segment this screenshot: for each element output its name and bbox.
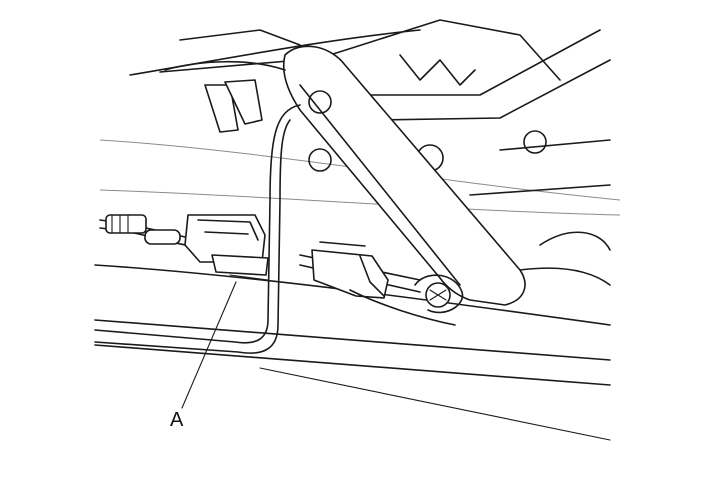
connector-a [99, 214, 269, 281]
callout-a-label: A [170, 409, 184, 431]
callout-a-leader [181, 281, 237, 409]
connector-b [299, 241, 464, 326]
retainer-clips [164, 60, 286, 133]
bracket-arm [282, 45, 526, 306]
wire-harness [94, 104, 301, 354]
seat-frame [129, 19, 611, 286]
